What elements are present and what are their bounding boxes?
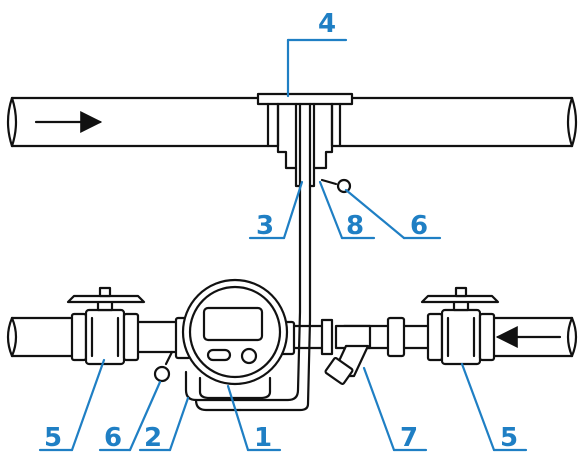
callout-6-top-leader bbox=[344, 188, 442, 240]
callout-3: 3 bbox=[256, 211, 274, 241]
flowmeter bbox=[174, 278, 296, 400]
drain-cock-top bbox=[320, 178, 352, 194]
callout-4: 4 bbox=[318, 9, 336, 39]
callout-8-leader bbox=[318, 180, 376, 240]
callout-4-leader bbox=[286, 38, 348, 98]
main-pipe bbox=[6, 96, 578, 148]
callout-3-leader bbox=[248, 180, 304, 240]
callout-8: 8 bbox=[346, 211, 364, 241]
callout-6-top: 6 bbox=[410, 211, 428, 241]
callout-7-leader bbox=[362, 366, 428, 452]
ball-valve-right bbox=[420, 286, 500, 366]
impulse-tubes bbox=[184, 184, 312, 412]
mounting-saddle bbox=[256, 92, 354, 188]
drain-cock-left bbox=[153, 350, 174, 383]
callout-5-right: 5 bbox=[500, 423, 518, 453]
callout-6-left-leader bbox=[98, 380, 162, 452]
callout-7: 7 bbox=[400, 423, 418, 453]
ball-valve-left bbox=[66, 286, 146, 366]
callout-2: 2 bbox=[144, 423, 162, 453]
callout-5-left-leader bbox=[38, 358, 106, 452]
callout-6-left: 6 bbox=[104, 423, 122, 453]
callout-5-left: 5 bbox=[44, 423, 62, 453]
callout-2-leader bbox=[138, 396, 190, 452]
callout-1: 1 bbox=[254, 423, 272, 453]
middle-fittings bbox=[320, 316, 406, 358]
callout-1-leader bbox=[226, 384, 282, 452]
callout-5-right-leader bbox=[460, 362, 528, 452]
strainer bbox=[324, 324, 372, 385]
